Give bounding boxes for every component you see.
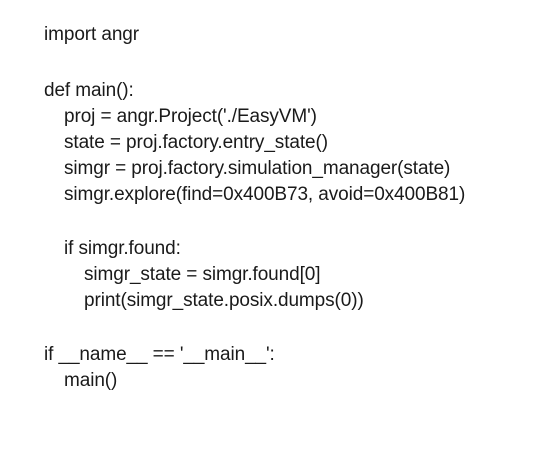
code-line: print(simgr_state.posix.dumps(0)) (84, 290, 364, 311)
code-line: simgr = proj.factory.simulation_manager(… (64, 158, 451, 179)
code-line: simgr_state = simgr.found[0] (84, 264, 321, 285)
code-line: state = proj.factory.entry_state() (64, 132, 328, 153)
code-line: proj = angr.Project('./EasyVM') (64, 106, 317, 127)
code-line: import angr (44, 24, 139, 45)
code-line: if simgr.found: (64, 238, 181, 259)
code-line: def main(): (44, 80, 134, 101)
code-line: simgr.explore(find=0x400B73, avoid=0x400… (64, 184, 466, 205)
code-line: main() (64, 370, 118, 391)
code-line: if __name__ == '__main__': (44, 344, 275, 365)
